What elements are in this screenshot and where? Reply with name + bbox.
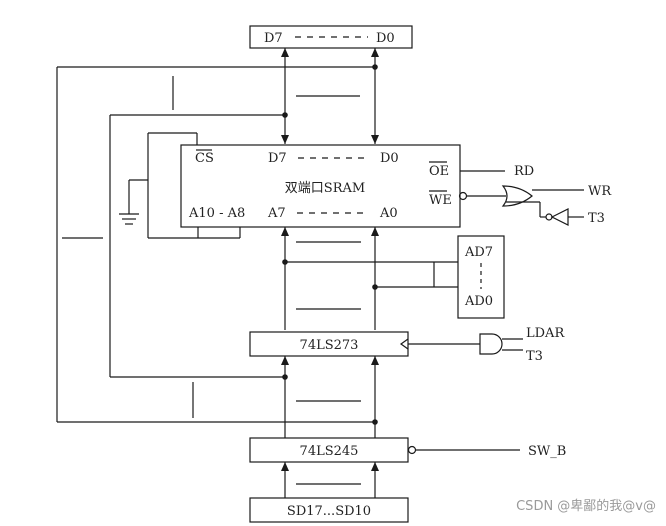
top-bus-d7: D7	[264, 31, 283, 46]
upper-bus-lines	[281, 48, 379, 144]
sram-d7-label: D7	[268, 151, 287, 166]
chip-74ls273: 74LS273 LDAR T3	[249, 326, 565, 364]
signal-t3-top: T3	[588, 211, 605, 226]
control-signals-top: RD WR T3	[458, 164, 612, 226]
ad-bus-box: AD7 AD0	[457, 235, 505, 319]
sram-a7-label: A7	[267, 206, 286, 221]
sram-we-label: WE	[429, 193, 452, 208]
sram-d0-label: D0	[380, 151, 399, 166]
ad-top-label: AD7	[464, 245, 493, 260]
signal-ldar: LDAR	[526, 326, 565, 341]
sram-oe-label: OE	[429, 164, 449, 179]
ad-bottom-label: AD0	[464, 294, 493, 309]
top-data-bus: D7 D0	[249, 25, 413, 49]
sram-title: 双端口SRAM	[285, 181, 365, 196]
switch-data-box: SD17...SD10	[249, 497, 409, 523]
signal-sw-b: SW_B	[528, 444, 566, 459]
chip-74ls273-label: 74LS273	[300, 338, 359, 353]
sram-cs-label: CS	[195, 151, 214, 166]
chip-74ls245-label: 74LS245	[300, 444, 359, 459]
signal-rd: RD	[514, 164, 534, 179]
dual-port-sram: CS D7 D0 OE WE 双端口SRAM A10 - A8 A7 A0	[180, 144, 461, 228]
lower-bus-lines	[281, 227, 458, 330]
signal-wr: WR	[588, 184, 612, 199]
signal-t3-bottom: T3	[526, 349, 543, 364]
sram-a0-label: A0	[379, 206, 398, 221]
top-bus-d0: D0	[376, 31, 395, 46]
cs-ground-wiring	[119, 132, 241, 239]
switch-data-label: SD17...SD10	[287, 504, 371, 519]
sram-a10-a8-label: A10 - A8	[188, 206, 245, 221]
watermark: CSDN @卑鄙的我@v@	[516, 498, 656, 514]
chip-74ls245: 74LS245 SW_B	[249, 437, 566, 463]
switch-bus-lines	[281, 462, 379, 498]
output-bus-lines	[281, 356, 379, 438]
feedback-loops	[56, 64, 378, 425]
